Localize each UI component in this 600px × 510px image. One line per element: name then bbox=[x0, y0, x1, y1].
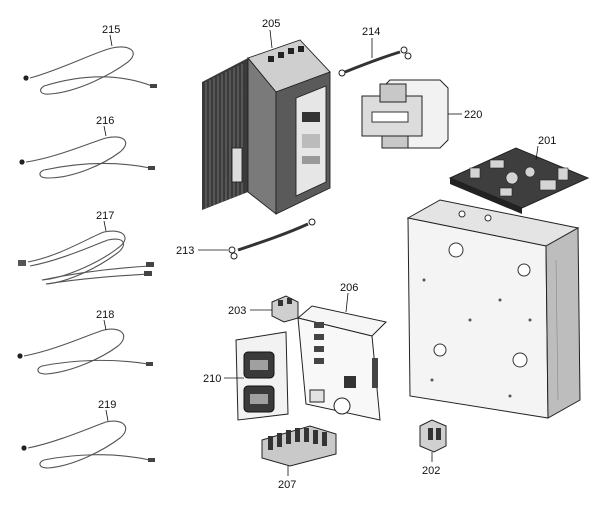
callout-206: 206 bbox=[340, 282, 358, 294]
wire-loop-216: 216 bbox=[19, 115, 155, 179]
transformer-board-210: 210 bbox=[203, 331, 289, 421]
wire-loop-218: 218 bbox=[17, 309, 153, 375]
callout-210: 210 bbox=[203, 373, 221, 385]
terminal-block-207: 207 bbox=[261, 425, 337, 491]
callout-213: 213 bbox=[176, 245, 194, 257]
jumper-cable-213: 213 bbox=[176, 218, 316, 260]
callout-217: 217 bbox=[96, 210, 114, 222]
wire-harness-217: 217 bbox=[18, 210, 154, 285]
callout-220: 220 bbox=[464, 109, 482, 121]
callout-219: 219 bbox=[98, 399, 116, 411]
circuit-board-201: 201 bbox=[448, 135, 590, 214]
callout-205: 205 bbox=[262, 18, 280, 30]
enclosure bbox=[406, 199, 581, 419]
callout-214: 214 bbox=[362, 26, 380, 38]
heatsink-module-205: 205 bbox=[202, 18, 331, 215]
connector-203: 203 bbox=[228, 295, 299, 323]
control-board-206: 206 bbox=[296, 282, 388, 421]
callout-207: 207 bbox=[278, 479, 296, 491]
jumper-cable-214: 214 bbox=[338, 26, 412, 77]
wire-loop-219: 219 bbox=[21, 399, 155, 469]
small-switch-202: 202 bbox=[419, 419, 447, 477]
callout-218: 218 bbox=[96, 309, 114, 321]
callout-215: 215 bbox=[102, 24, 120, 36]
callout-203: 203 bbox=[228, 305, 246, 317]
callout-216: 216 bbox=[96, 115, 114, 127]
callout-202: 202 bbox=[422, 465, 440, 477]
callout-201: 201 bbox=[538, 135, 556, 147]
wire-loop-215: 215 bbox=[23, 24, 157, 95]
transformer-220: 220 bbox=[361, 79, 482, 149]
